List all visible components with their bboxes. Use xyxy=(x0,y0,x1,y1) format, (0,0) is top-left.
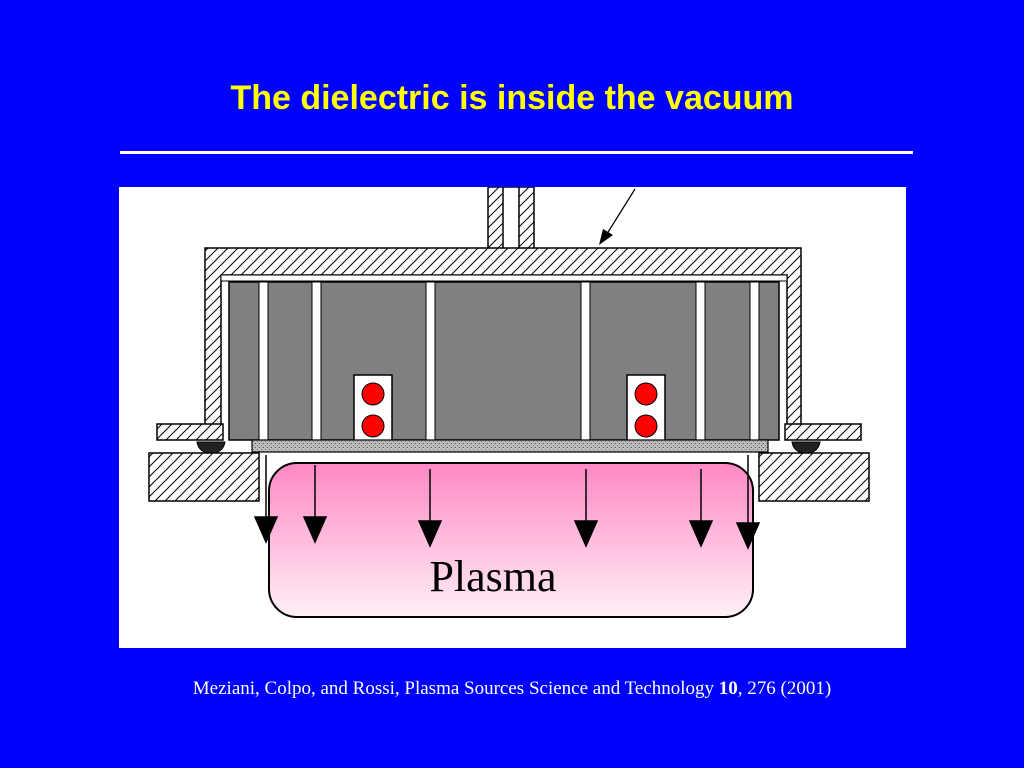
citation-volume: 10 xyxy=(718,678,738,699)
flux-arrow xyxy=(253,455,279,544)
slide-title: The dielectric is inside the vacuum xyxy=(230,79,794,117)
chamber-wall-right xyxy=(758,452,870,502)
flux-arrow xyxy=(573,469,599,548)
flux-arrow xyxy=(688,469,714,548)
flux-arrow xyxy=(735,455,761,550)
citation-authors-journal: Meziani, Colpo, and Rossi, Plasma Source… xyxy=(192,678,719,699)
title-underline xyxy=(120,151,913,154)
o-ring-seals xyxy=(196,441,821,454)
flux-arrows xyxy=(253,455,761,550)
citation: Meziani, Colpo, and Rossi, Plasma Source… xyxy=(0,677,1024,701)
flux-arrow xyxy=(417,469,443,548)
left-flange xyxy=(156,423,224,441)
coil-slot-left xyxy=(353,374,393,442)
plasma-label: Plasma xyxy=(429,552,556,601)
reactor-diagram: Plasma xyxy=(119,187,906,648)
citation-pages-year: , 276 (2001) xyxy=(737,678,832,699)
right-flange xyxy=(784,423,862,441)
plasma-region: Plasma xyxy=(268,462,754,618)
coil-slot-right xyxy=(626,374,666,442)
pointer-arrow xyxy=(599,188,636,245)
reactor-diagram-svg: Plasma xyxy=(148,187,870,618)
chamber-wall-left xyxy=(148,452,260,502)
ferrite-blocks xyxy=(228,281,780,441)
dielectric-window xyxy=(251,439,769,453)
flux-arrow xyxy=(302,465,328,544)
